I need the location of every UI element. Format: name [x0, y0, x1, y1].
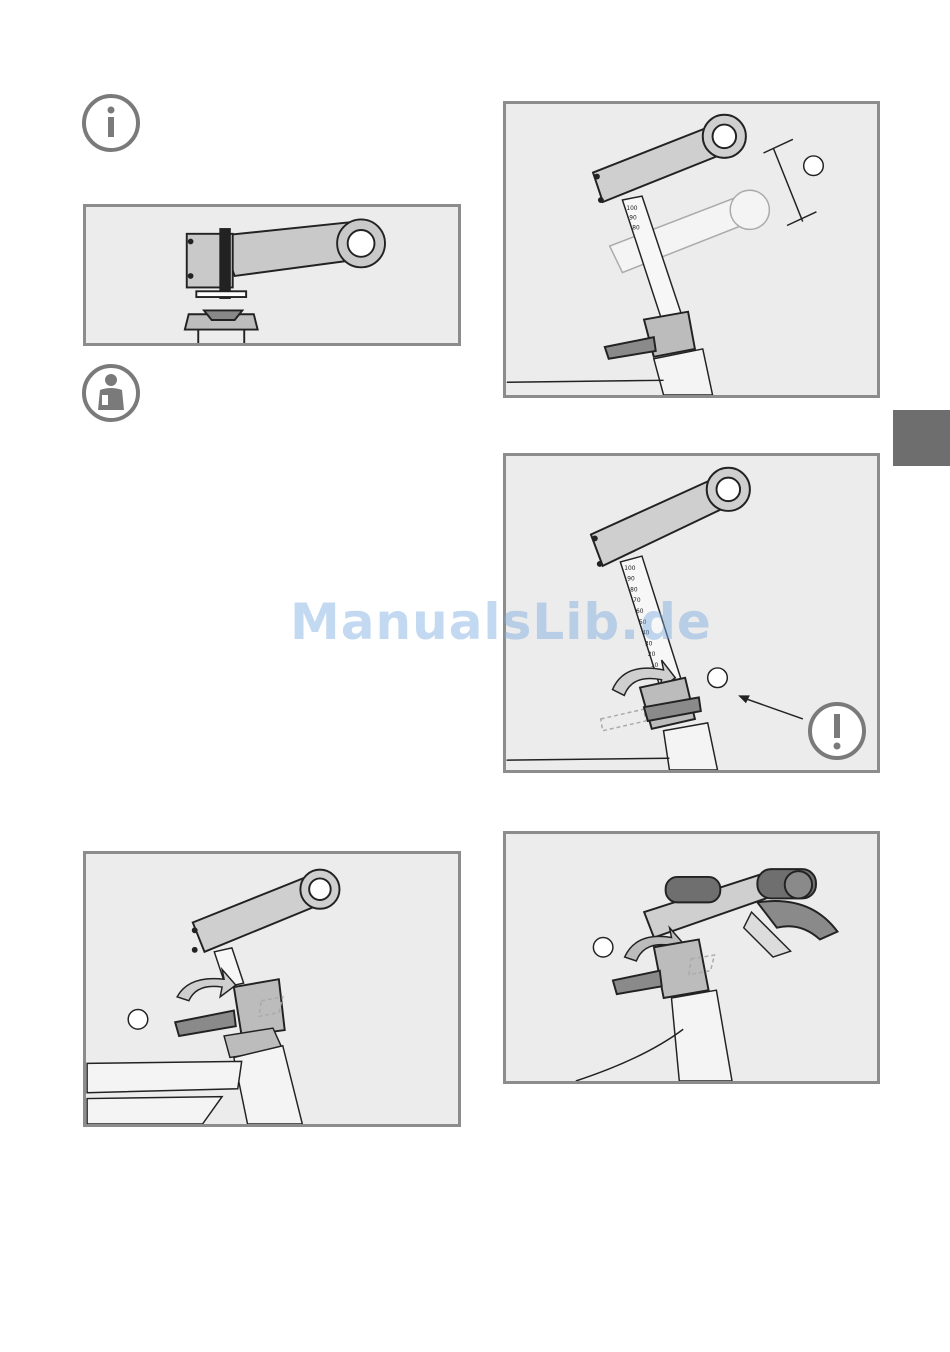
scale-label: 100	[626, 206, 637, 212]
info-icon	[80, 92, 142, 154]
figure-stem-height-adjust: 100 90 80	[503, 101, 880, 398]
mechanic-icon	[80, 362, 142, 424]
figure-close-clamp-lever	[83, 851, 461, 1127]
scale-label: 80	[632, 225, 640, 231]
figure-handlebar-alignment	[503, 831, 880, 1084]
scale-label: 90	[627, 577, 635, 583]
watermark: ManualsLib.de	[290, 593, 712, 651]
section-tab	[893, 410, 950, 466]
figure-stem-headset	[83, 204, 461, 346]
scale-label: 100	[624, 566, 635, 572]
scale-label: 90	[629, 216, 637, 222]
scale-label: 20	[648, 652, 656, 658]
exclamation-warning-icon	[806, 700, 868, 762]
